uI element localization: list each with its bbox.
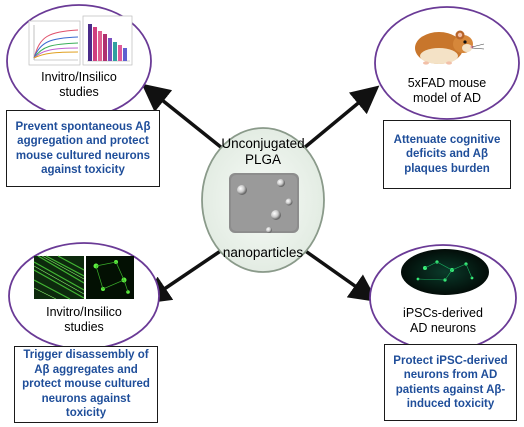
top-right-box-line2: deficits and Aβ — [406, 148, 488, 161]
bottom-left-label-line2: studies — [64, 320, 104, 334]
top-left-box-line2: aggregation and protect — [17, 135, 149, 147]
bottom-right-box-line2: neurons from AD — [403, 369, 498, 381]
bottom-left-label: Invitro/Insilico studies — [22, 305, 146, 335]
top-right-box-line1: Attenuate cognitive — [393, 133, 501, 146]
center-line3: nanoparticles — [222, 245, 304, 260]
top-right-box: Attenuate cognitive deficits and Aβ plaq… — [383, 120, 511, 189]
bottom-left-box-line2: Aβ aggregates and — [34, 363, 138, 376]
top-left-box-line1: Prevent spontaneous Aβ — [15, 120, 151, 133]
arrow-bottom-right — [302, 248, 378, 303]
bottom-right-box: Protect iPSC-derived neurons from AD pat… — [384, 344, 517, 421]
bottom-left-box-line1: Trigger disassembly of — [23, 349, 149, 362]
bottom-right-label-line1: iPSCs-derived — [403, 306, 483, 320]
bottom-right-box-line4: induced toxicity — [406, 398, 495, 410]
arrow-top-right — [302, 85, 380, 150]
arrows — [141, 83, 380, 304]
top-right-box-line3: plaques burden — [404, 162, 490, 175]
center-title: Unconjugated PLGA — [213, 136, 313, 168]
bottom-left-box-line3: protect mouse cultured — [22, 378, 150, 391]
fluorescent-neurons-image — [33, 255, 134, 300]
hamster-icon — [415, 30, 485, 65]
center-line1: Unconjugated — [221, 136, 305, 151]
bottom-right-box-line1: Protect iPSC-derived — [393, 354, 508, 367]
top-left-label-line2: studies — [59, 85, 99, 99]
bottom-right-label-line2: AD neurons — [409, 321, 476, 335]
arrow-bottom-left — [142, 248, 223, 304]
center-subtitle: nanoparticles — [213, 245, 313, 261]
top-left-box: Prevent spontaneous Aβ aggregation and p… — [6, 110, 160, 187]
bottom-right-box-line3: patients against Aβ- — [395, 383, 506, 396]
top-left-box-line3: mouse cultured neurons — [15, 149, 151, 162]
bottom-left-label-line1: Invitro/Insilico — [46, 305, 122, 319]
top-left-box-line4: against toxicity — [41, 164, 125, 176]
top-right-label-line1: 5xFAD mouse — [407, 76, 487, 90]
bar-chart-thumbnail — [82, 15, 133, 66]
top-right-label-line2: model of AD — [412, 91, 482, 105]
top-left-label-line1: Invitro/Insilico — [41, 70, 117, 84]
bottom-left-box: Trigger disassembly of Aβ aggregates and… — [14, 346, 158, 423]
arrow-top-left — [141, 83, 224, 150]
top-left-label: Invitro/Insilico studies — [20, 70, 138, 100]
neuron-cluster-image — [401, 249, 489, 295]
line-chart-thumbnail — [28, 20, 81, 66]
bottom-left-box-line4: neurons against toxicity — [41, 392, 131, 420]
top-right-label: 5xFAD mouse model of AD — [388, 76, 506, 106]
nanoparticle-micrograph — [229, 173, 299, 233]
bottom-right-label: iPSCs-derived AD neurons — [384, 306, 502, 336]
center-line2: PLGA — [244, 152, 282, 167]
